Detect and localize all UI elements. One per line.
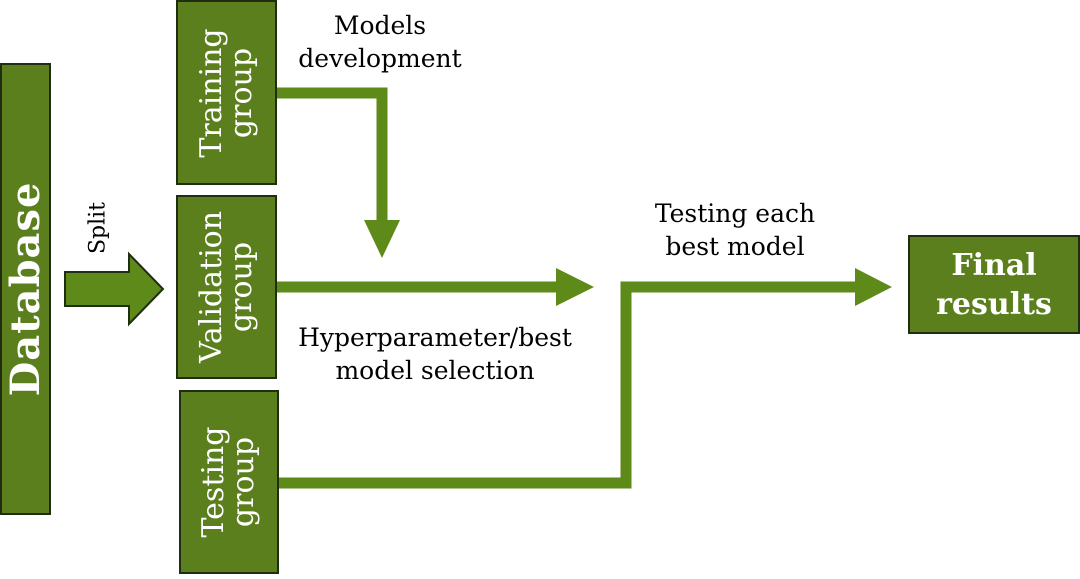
database-box: Database (0, 63, 51, 515)
validation-group-box: Validation group (176, 195, 277, 379)
split-arrow-icon (64, 251, 165, 327)
testing-best-model-label: Testing each best model (654, 199, 816, 261)
final-results-box: Final results (908, 235, 1080, 334)
hyperparameter-selection-label: Hyperparameter/best model selection (298, 323, 572, 385)
training-arrowhead-icon (364, 220, 400, 258)
models-development-label: Models development (298, 11, 462, 73)
final-results-label: Final results (936, 247, 1052, 322)
training-connector (277, 87, 388, 222)
training-group-box: Training group (176, 0, 277, 185)
validation-arrowhead-icon (556, 268, 594, 306)
testing-connector (279, 281, 858, 489)
testing-group-box: Testing group (179, 390, 279, 574)
testing-arrowhead-icon (855, 268, 892, 306)
